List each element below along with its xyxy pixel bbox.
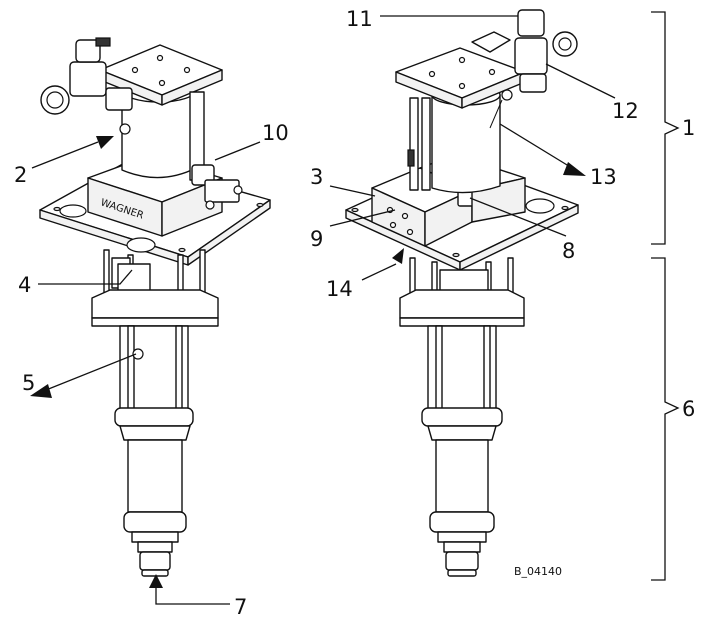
callout-12: 12	[612, 99, 639, 123]
callout-2: 2	[14, 163, 27, 187]
right-top-cap	[395, 31, 526, 109]
left-top-cap	[99, 44, 223, 106]
callout-1: 1	[682, 116, 695, 140]
left-air-regulator	[40, 37, 133, 135]
callout-7: 7	[234, 595, 247, 619]
callout-11: 11	[346, 7, 373, 31]
left-pump: WAGNER	[39, 37, 271, 577]
callout-9: 9	[310, 227, 323, 251]
callout-3: 3	[310, 165, 323, 189]
image-code: B_04140	[514, 565, 562, 578]
callout-6: 6	[682, 397, 695, 421]
leader-lines	[30, 15, 616, 605]
callout-13: 13	[590, 165, 617, 189]
callout-8: 8	[562, 239, 575, 263]
callout-14: 14	[326, 277, 353, 301]
bracket-1	[651, 11, 680, 245]
right-pump	[345, 9, 579, 577]
callout-labels: 1 2 3 4 5 6 7 8 9 10 11 12 13 14	[14, 7, 695, 619]
bracket-6	[651, 257, 680, 581]
right-air-regulator	[489, 9, 578, 129]
callout-5: 5	[22, 371, 35, 395]
callout-10: 10	[262, 121, 289, 145]
left-side-valve	[189, 91, 243, 210]
right-pump-lower	[399, 289, 525, 577]
callout-4: 4	[18, 273, 31, 297]
left-pump-lower	[91, 289, 219, 577]
